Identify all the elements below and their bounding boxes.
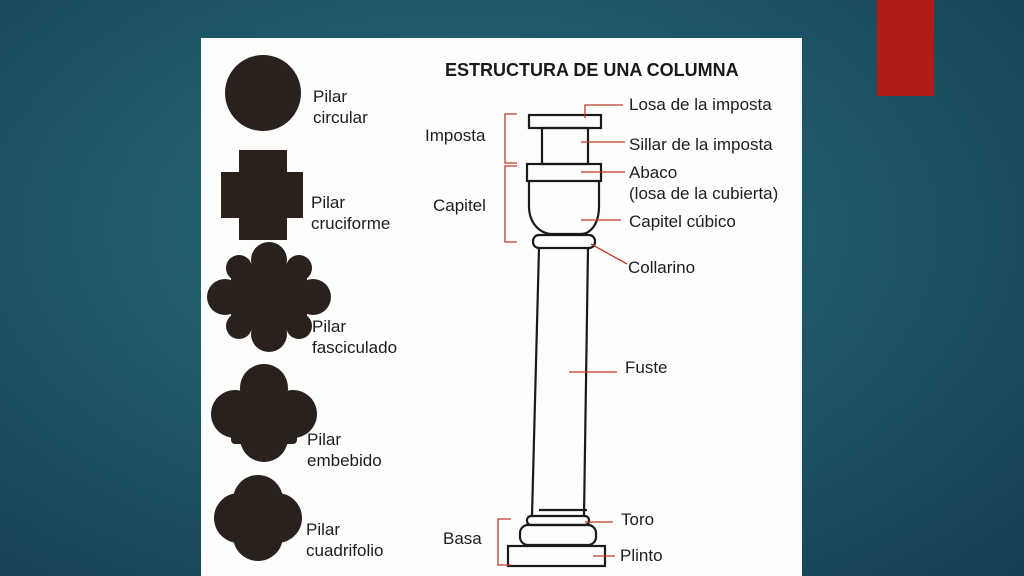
pillar-cruciforme-shape — [221, 150, 303, 240]
column-structure-figure: ESTRUCTURA DE UNA COLUMNA Pilar circular… — [201, 38, 802, 576]
pillar-fasciculado-label-line2: fasciculado — [312, 338, 398, 357]
part-label-toro: Toro — [621, 510, 655, 529]
pillar-fasciculado-label: Pilar fasciculado — [312, 316, 397, 358]
pillar-circular-label: Pilar circular — [313, 86, 368, 128]
part-label-fuste: Fuste — [625, 358, 668, 377]
part-label-sillar-imposta: Sillar de la imposta — [629, 135, 773, 154]
column-outline — [506, 113, 607, 568]
pillar-cuadrifolio-label-line1: Pilar — [306, 520, 341, 539]
pillar-fasciculado-label-line1: Pilar — [312, 317, 347, 336]
collarino-ring — [531, 233, 597, 250]
part-label-losa-imposta: Losa de la imposta — [629, 95, 772, 114]
pillar-circular-shape — [225, 55, 301, 131]
pillar-cuadrifolio-label-line2: cuadrifolio — [306, 541, 384, 560]
pillar-cruciforme-label: Pilar cruciforme — [311, 192, 390, 234]
pillar-fasciculado-shape — [207, 242, 331, 352]
pillar-cuadrifolio-label: Pilar cuadrifolio — [306, 519, 384, 561]
group-label-imposta: Imposta — [425, 126, 486, 145]
pillar-embebido-label-line2: embebido — [307, 451, 382, 470]
figure-drawing — [207, 55, 628, 568]
pillar-cruciforme-label-line1: Pilar — [311, 193, 346, 212]
pillar-embebido-shape — [211, 364, 317, 462]
pillar-embebido-label: Pilar embebido — [307, 429, 382, 471]
diagram-title: ESTRUCTURA DE UNA COLUMNA — [445, 60, 739, 80]
toro-lower-ring — [518, 523, 598, 547]
pillar-cruciforme-label-line2: cruciforme — [311, 214, 391, 233]
group-label-capitel: Capitel — [433, 196, 486, 215]
pillar-cuadrifolio-shape — [214, 475, 302, 561]
imposta-bracket — [504, 113, 517, 164]
pillar-shapes — [207, 55, 331, 561]
capitel-bracket — [504, 165, 517, 243]
plinto-block — [506, 544, 607, 568]
pillar-circular-label-line2: circular — [313, 108, 368, 127]
basa-bracket — [497, 518, 511, 566]
losa-imposta-block — [527, 113, 603, 130]
sillar-imposta-block — [540, 126, 590, 166]
part-label-abaco: Abaco — [629, 163, 678, 182]
group-label-basa: Basa — [443, 529, 482, 548]
group-brackets — [497, 113, 517, 566]
part-label-collarino: Collarino — [628, 258, 696, 277]
part-label-capitel-cubico: Capitel cúbico — [629, 212, 736, 231]
capitel-block — [527, 181, 601, 236]
part-label-abaco-detail: (losa de la cubierta) — [629, 184, 779, 203]
pillar-embebido-label-line1: Pilar — [307, 430, 342, 449]
pillar-circular-label-line1: Pilar — [313, 87, 348, 106]
toro-ring — [525, 514, 591, 527]
accent-bar — [877, 0, 934, 96]
part-label-plinto: Plinto — [620, 546, 663, 565]
leader-lines — [569, 104, 628, 557]
